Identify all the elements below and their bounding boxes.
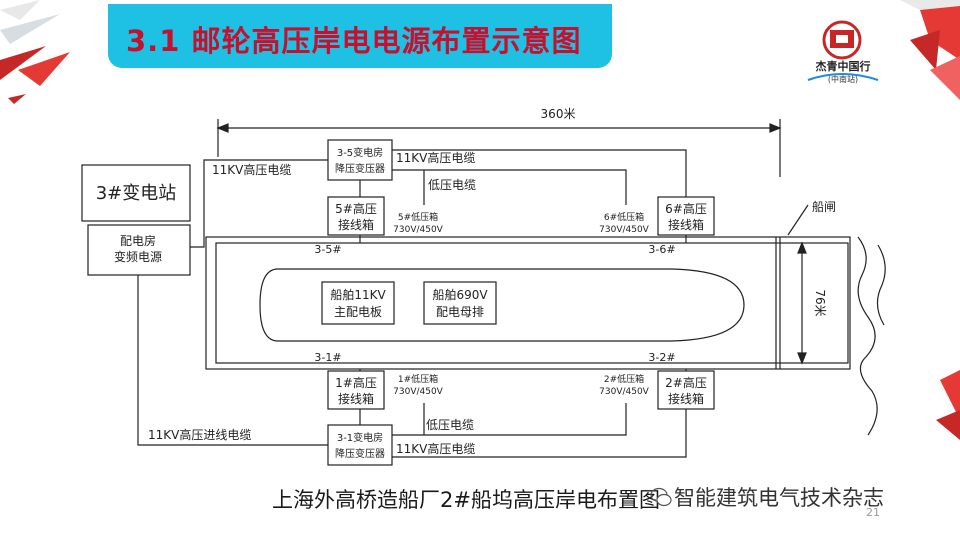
lv6-label-2: 730V/450V (599, 225, 650, 235)
dock-outline (205, 236, 851, 370)
hv5-box (327, 196, 385, 236)
ship-bus-label-2: 配电母排 (436, 305, 484, 319)
logo-swoosh (807, 73, 879, 81)
logo-ring (822, 20, 862, 60)
dimension-arrow-left (216, 123, 229, 133)
cable-11kv-top-right (392, 149, 687, 197)
wechat-icon (650, 487, 672, 507)
logo-mark-window (836, 35, 848, 43)
ship-hull (259, 268, 745, 342)
point-3-5: 3-5# (314, 243, 341, 256)
ship-bus-label: 船舶690V (432, 287, 488, 302)
logo-name: 杰青中国行 (815, 60, 871, 73)
ship-main-board-box (321, 281, 395, 325)
hv6-label: 6#高压 (665, 201, 707, 216)
lock-leader (787, 204, 809, 236)
lv1-label-2: 730V/450V (393, 387, 444, 397)
hv6-label-2: 接线箱 (668, 217, 704, 232)
dimension-width-label: 360米 (541, 107, 576, 121)
logo-subtitle: (中南站) (827, 75, 859, 84)
dimension-arrow-right (769, 123, 782, 133)
water-edge (876, 244, 886, 326)
transformer-bottom-label-2: 降压变压器 (335, 447, 385, 460)
decoration-left (0, 0, 70, 104)
watermark-text: 智能建筑电气技术杂志 (674, 482, 884, 512)
ship-main-label: 船舶11KV (330, 287, 386, 302)
decoration-shape (0, 14, 60, 44)
lv6-label: 6#低压箱 (604, 211, 644, 223)
cable-11kv-bottom-right (392, 409, 687, 458)
lv1-label: 1#低压箱 (398, 373, 438, 385)
page-number: 21 (866, 506, 880, 519)
cable-in-bottom-label: 11KV高压进线电缆 (148, 427, 251, 442)
decoration-shape (920, 6, 960, 60)
lv5-label: 5#低压箱 (398, 211, 438, 223)
wechat-bubble (656, 493, 672, 507)
point-3-6: 3-6# (648, 243, 675, 256)
cable-lv-top (392, 169, 627, 205)
transformer-top-label-2: 降压变压器 (335, 162, 385, 175)
point-3-2: 3-2# (648, 351, 675, 364)
lock-label: 船闸 (812, 200, 836, 214)
distribution-label: 配电房 (120, 233, 156, 248)
slide-title: 3.1 邮轮高压岸电电源布置示意图 (126, 24, 582, 58)
hv1-box (327, 370, 385, 410)
substation-box (81, 164, 191, 222)
title-bar (108, 4, 612, 68)
lv2-label-2: 730V/450V (599, 387, 650, 397)
watermark-label: 智能建筑电气技术杂志 (674, 486, 884, 510)
cable-lv-bottom (392, 403, 627, 436)
cable-lv-bottom-label: 低压电缆 (426, 418, 474, 432)
hv1-label: 1#高压 (335, 375, 377, 390)
ship-bus-box (423, 281, 497, 325)
cable-11kv-bottom-right-label: 11KV高压电缆 (396, 441, 475, 456)
water-edge (857, 236, 878, 436)
distribution-label-2: 变频电源 (114, 249, 162, 264)
decoration-shape (930, 56, 960, 100)
hv5-label-2: 接线箱 (338, 217, 374, 232)
caption: 上海外高桥造船厂2#船坞高压岸电布置图 (272, 488, 660, 512)
cable-11kv-top-left (190, 159, 328, 248)
decoration-shape (18, 52, 70, 86)
decoration-shape (910, 30, 940, 70)
decoration-shape (8, 94, 26, 104)
logo-icon (807, 20, 879, 81)
cable-lv-top-label: 低压电缆 (428, 178, 476, 192)
distribution-box (87, 224, 191, 276)
ship-main-label-2: 主配电板 (334, 305, 382, 319)
diagram-panel: 360米 3#变电站 配电房 变频电源 3-5变电房 降压变压器 3-1变电房 … (72, 95, 890, 472)
substation-label: 3#变电站 (96, 183, 177, 204)
decoration-shape (0, 0, 40, 20)
cable-11kv-top-right-label: 11KV高压电缆 (396, 150, 475, 165)
lv2-label: 2#低压箱 (604, 373, 644, 385)
decoration-shape (936, 410, 960, 440)
decoration-shape (0, 46, 46, 80)
dimension-height-label: 76米 (813, 289, 827, 316)
decoration-right (900, 0, 960, 440)
transformer-top-label: 3-5变电房 (337, 146, 383, 159)
dock-inner (215, 242, 849, 364)
shore-power-diagram: 360米 3#变电站 配电房 变频电源 3-5变电房 降压变压器 3-1变电房 … (81, 107, 886, 466)
dimension-arrow-bottom (797, 352, 807, 365)
decoration-shape (940, 370, 960, 420)
cable-in-bottom (137, 275, 328, 446)
hv1-label-2: 接线箱 (338, 391, 374, 406)
hv2-label-2: 接线箱 (668, 391, 704, 406)
dimension-arrow-top (797, 241, 807, 254)
point-3-1: 3-1# (314, 351, 341, 364)
hv5-label: 5#高压 (335, 201, 377, 216)
lv5-label-2: 730V/450V (393, 225, 444, 235)
transformer-bottom-label: 3-1变电房 (337, 431, 383, 444)
hv2-label: 2#高压 (665, 375, 707, 390)
cable-11kv-top-left-label: 11KV高压电缆 (212, 162, 291, 177)
